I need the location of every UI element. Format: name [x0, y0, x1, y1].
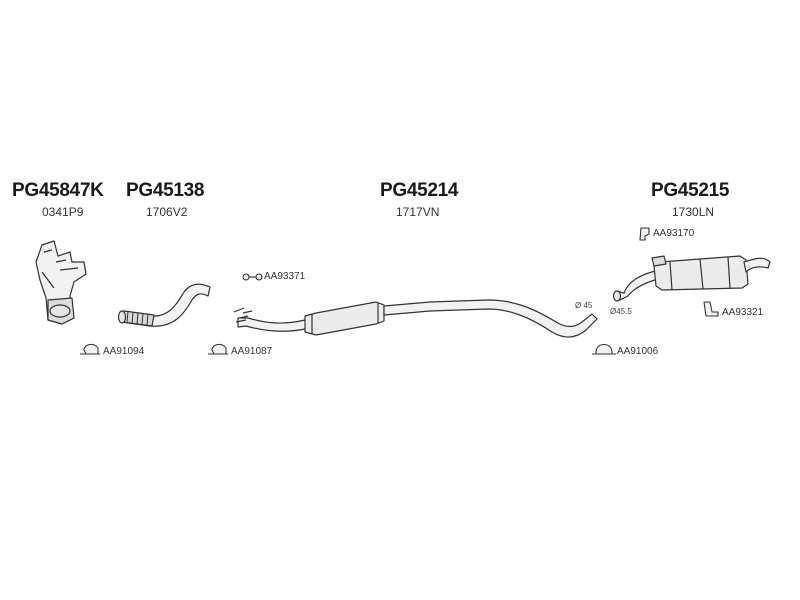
dimension-label: Ø 45 [575, 301, 593, 310]
catalytic-manifold-drawing [35, 240, 87, 325]
part-code: 1730LN [672, 205, 715, 219]
dimension-label: Ø45.5 [610, 307, 632, 316]
part-number: PG45215 [651, 180, 730, 201]
accessory-code: AA91087 [231, 346, 273, 357]
part-code: 1717VN [396, 205, 440, 219]
accessory-icons [80, 227, 719, 355]
part-code: 0341P9 [42, 205, 84, 219]
part-number: PG45847K [12, 180, 104, 201]
part-number: PG45138 [126, 180, 205, 201]
middle-silencer-drawing [233, 299, 598, 338]
front-pipe-drawing [117, 283, 211, 327]
part-code: 1706V2 [146, 205, 188, 219]
accessory-code: AA91006 [617, 346, 659, 357]
part-number: PG45214 [380, 180, 459, 201]
accessory-code: AA93170 [653, 228, 695, 239]
accessory-code: AA93371 [264, 271, 306, 282]
accessory-code: AA91094 [103, 346, 145, 357]
rear-muffler-drawing [612, 255, 771, 302]
accessory-code: AA93321 [722, 307, 764, 318]
